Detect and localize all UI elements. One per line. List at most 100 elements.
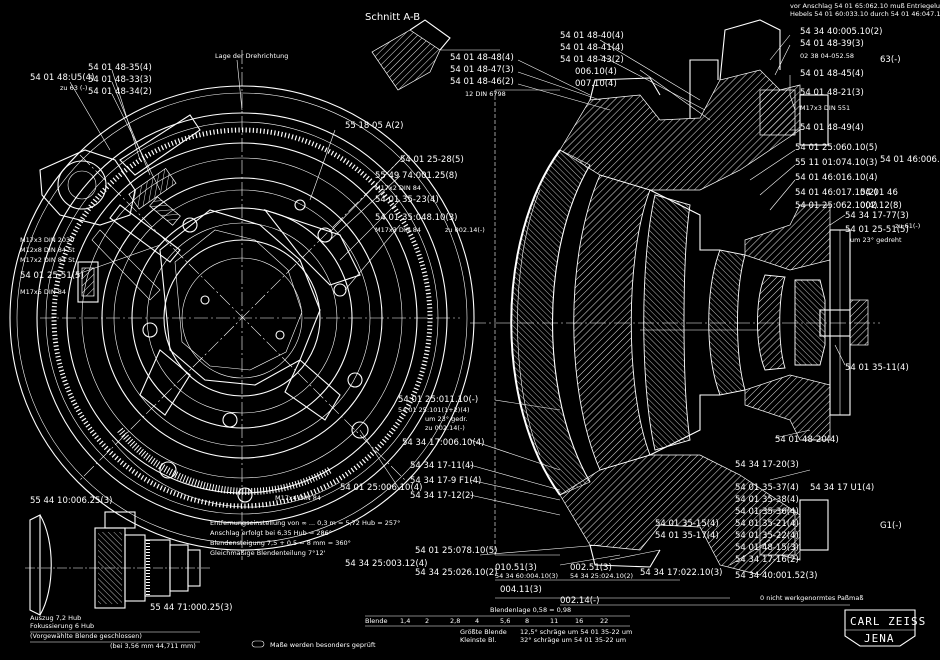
label-right-15: 54 01 46:016.10(4): [795, 173, 878, 183]
label-mid-0: 54 01 48-48(4): [450, 53, 514, 63]
label-right-1: 54 01 48-41(4): [560, 43, 624, 53]
label-right-18: 54 01 46:006.11(4): [880, 155, 940, 165]
label-left-19: M17x4 DIN 84: [275, 494, 321, 502]
top-note-1: vor Anschlag 54 01 65:062.10 muß Entrieg…: [790, 2, 940, 10]
label-right-39: G1(-): [880, 521, 902, 531]
sight-line-label: Lage der Drehrichtung: [215, 52, 288, 60]
logo-bottom-text: JENA: [864, 632, 895, 645]
side-view: 55 44 10:006.25(3) 55 44 71:000.25(3) Au…: [25, 496, 233, 650]
label-right-16: 54 01 46:017.10(2): [795, 188, 878, 198]
section-view: Schnitt A-B: [345, 2, 940, 606]
label-mid-5: 54 01 25:101(1+2)(4): [398, 406, 470, 414]
aperture-row2-label: Größte Blende: [460, 628, 507, 636]
f-stop-4: 5,6: [500, 617, 510, 625]
label-right-32: 54 01 35-21(4): [735, 519, 799, 529]
label-right-11: 54 01 48-49(4): [800, 123, 864, 133]
label-mid-6: um 23° gedr.: [425, 415, 468, 423]
f-stop-7: 16: [575, 617, 583, 625]
label-right-7: 02 38 04-052.58: [800, 52, 854, 60]
label-left-8: 54 01 25-51(5): [20, 271, 84, 281]
label-right-31: 54 01 35-36(4): [735, 507, 799, 517]
scale-note: 0 nicht werkgenormtes Paßmaß: [760, 594, 863, 602]
label-right-10: M17x3 DIN 551: [800, 104, 850, 112]
label-left-4: 54 01 48-34(2): [88, 87, 152, 97]
label-left-7: M17x2 DIN 84 St: [20, 256, 75, 264]
label-left-0: 54 01 48:U5(4): [30, 73, 94, 83]
label-right-5: 54 34 40:005.10(2): [800, 27, 883, 37]
label-mid-20: 002.14(-): [560, 596, 599, 606]
label-right-35: 54 34 17-16(2): [735, 555, 799, 565]
label-right-30: 54 01 35-38(4): [735, 495, 799, 505]
label-mid-15: 010.51(3): [495, 563, 537, 573]
label-left-2: 54 01 48-35(4): [88, 63, 152, 73]
label-left-13: M17x2 DIN 84: [375, 184, 421, 192]
label-left-3: 54 01 48-33(3): [88, 75, 152, 85]
note-focus-range: Entfernungseinstellung von ∞ ... 0,3 m =…: [210, 519, 400, 527]
label-bl-2: Auszug 7,2 Hub: [30, 614, 81, 622]
label-right-8: 54 01 48-45(4): [800, 69, 864, 79]
label-bl-0: 55 44 10:006.25(3): [30, 496, 113, 506]
label-right-29: 54 01 35-37(4): [735, 483, 799, 493]
label-mid-7: zu 002.14(-): [425, 424, 465, 432]
label-right-28: 54 34 17 U1(4): [810, 483, 874, 493]
label-right-26: 54 01 48-20(4): [775, 435, 839, 445]
label-left-15: 54 01 35:048.10(3): [375, 213, 458, 223]
aperture-row3-note: 32° schräge um 54 01 35-22 um: [520, 636, 626, 644]
label-mid-17: 002.51(3): [570, 563, 612, 573]
aperture-row3-label: Kleinste Bl.: [460, 636, 496, 644]
label-right-2: 54 01 48-43(2): [560, 55, 624, 65]
label-left-16: M17x3 DIN 84: [375, 226, 421, 234]
label-left-9: M17x5 DIN 84: [20, 288, 66, 296]
label-right-22: 54 01 25-51(5): [845, 225, 909, 235]
label-mid-10: 54 34 17-9 F1(4): [410, 476, 481, 486]
label-bl-5: (bei 3,56 mm 44,711 mm): [110, 642, 196, 650]
label-bl-1: 55 44 71:000.25(3): [150, 603, 233, 613]
label-right-20: 002.12(8): [860, 201, 902, 211]
label-left-6: M12x8 DIN 84 St: [20, 246, 75, 254]
label-right-3: 006.10(4): [575, 67, 617, 77]
aperture-table-header: Blendenlage 0,58 = 0,98: [490, 606, 571, 614]
label-mid-11: 54 34 17-12(2): [410, 491, 474, 501]
f-stop-0: 1,4: [400, 617, 410, 625]
label-mid-3: 12 DIN 6798: [465, 90, 506, 98]
label-mid-16: 54 34 60:004.10(3): [495, 572, 558, 580]
label-mid-8: 54 34 17:006.10(4): [402, 438, 485, 448]
label-right-12: 63(-): [880, 55, 901, 65]
f-stop-5: 8: [525, 617, 529, 625]
label-right-40: 54 34 17:022.10(3): [640, 568, 723, 578]
carl-zeiss-logo: CARL ZEISS JENA: [844, 609, 926, 647]
label-mid-9: 54 34 17-11(4): [410, 461, 474, 471]
front-view: 54 01 48:U5(4) zu 63 (-) 54 01 48-35(4) …: [9, 50, 485, 560]
label-left-17: zu 002.14(-): [445, 226, 485, 234]
aperture-row2-note: 12,5° schräge um 54 01 35-22 um: [520, 628, 632, 636]
label-left-10: 55 18 05 A(2): [345, 121, 403, 131]
label-mid-4: 54 01 25:011.10(-): [398, 395, 478, 405]
label-left-5: M17x3 DIN 2030: [20, 236, 74, 244]
f-stop-8: 22: [600, 617, 608, 625]
f-stop-1: 2: [425, 617, 429, 625]
logo-top-text: CARL ZEISS: [850, 615, 926, 628]
label-bl-3: Fokussierung 6 Hub: [30, 622, 94, 630]
label-right-33: 54 01 35-22(4): [735, 531, 799, 541]
label-mid-2: 54 01 48-46(2): [450, 77, 514, 87]
label-right-19: 54 01 46: [860, 188, 898, 198]
f-stop-3: 4: [475, 617, 479, 625]
label-left-1: zu 63 (-): [60, 84, 87, 92]
section-title: Schnitt A-B: [365, 12, 420, 23]
label-right-24: zu 61(-): [895, 222, 920, 230]
label-right-17: 54 01 25:062.10(4): [795, 201, 878, 211]
label-right-27: 54 34 17-20(3): [735, 460, 799, 470]
label-right-38: 54 34 40:001.52(3): [735, 571, 818, 581]
label-mid-19: 004.11(3): [500, 585, 542, 595]
label-right-36: 54 01 35-15(4): [655, 519, 719, 529]
f-stop-6: 11: [550, 617, 558, 625]
label-right-4: 007.10(4): [575, 79, 617, 89]
label-left-14: 54 01 35-23(4): [375, 195, 439, 205]
label-right-25: 54 01 35-11(4): [845, 363, 909, 373]
label-mid-14: 54 34 25:026.10(2): [415, 568, 498, 578]
top-note-2: Hebels 54 01 60:033.10 durch 54 01 46:04…: [790, 10, 940, 18]
label-right-21: 54 34 17-77(3): [845, 211, 909, 221]
aperture-row1-label: Blende: [365, 617, 388, 625]
label-right-0: 54 01 48-40(4): [560, 31, 624, 41]
